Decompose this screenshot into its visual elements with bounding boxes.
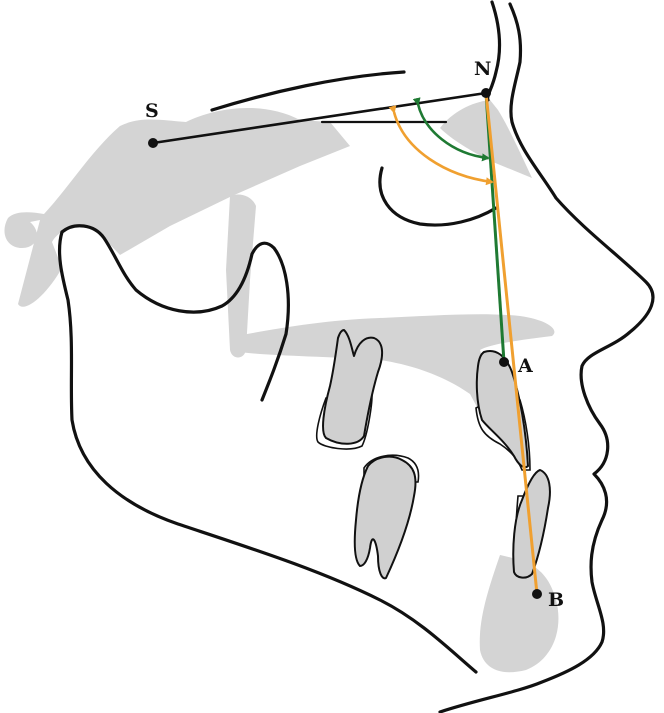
b-point: [532, 589, 542, 599]
soft-tissue-profile: [438, 2, 655, 713]
nasion-point: [481, 88, 491, 98]
mandible-lower-border: [57, 230, 478, 674]
snb-angle-arrow: [388, 105, 494, 186]
lower-molar: [353, 454, 420, 580]
symphysis-shading: [479, 555, 559, 673]
lower-incisor: [512, 469, 551, 579]
palate-shading: [236, 314, 555, 420]
label-s: S: [145, 100, 159, 122]
nasion-b-point-line: [484, 92, 539, 595]
upper-incisor: [475, 350, 531, 471]
upper-molar: [315, 329, 384, 450]
label-n: N: [474, 58, 491, 80]
sella-point: [148, 138, 158, 148]
mandible-outline: [60, 224, 290, 402]
skull-base-shading: [4, 107, 351, 307]
label-b: B: [548, 589, 564, 611]
nasal-bridge-line: [486, 0, 502, 102]
label-a: A: [517, 355, 533, 377]
orbit-outline: [378, 166, 498, 227]
anterior-cranial-base: [210, 70, 406, 112]
a-point: [499, 357, 509, 367]
pterygoid-shading: [226, 194, 256, 358]
